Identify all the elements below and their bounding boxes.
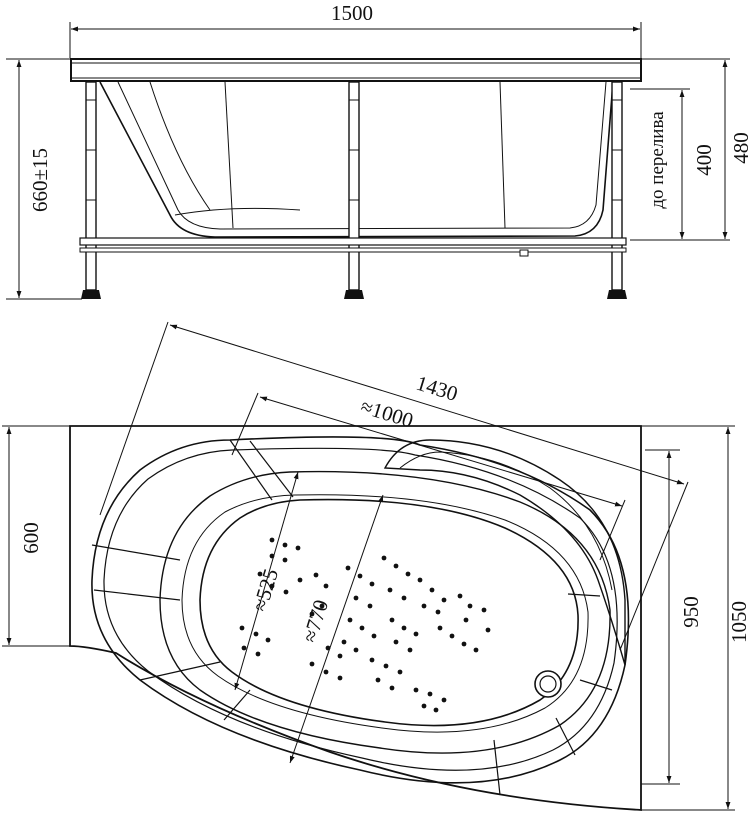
overflow-height-dimension: до перелива 400 480 — [630, 58, 750, 241]
jet-dot — [297, 577, 303, 583]
left-depth-dimension: 600 — [2, 425, 70, 647]
jet-dot — [253, 631, 259, 637]
jet-dot — [282, 557, 288, 563]
width-label: 1500 — [331, 1, 373, 25]
bath-body — [99, 81, 614, 238]
total-height-label: 660±15 — [28, 148, 52, 212]
jet-dot — [485, 627, 491, 633]
right-total-depth-label: 1050 — [727, 601, 750, 643]
jet-dot — [283, 589, 289, 595]
jet-dot — [421, 703, 427, 709]
jet-dot — [435, 609, 441, 615]
jet-dot — [357, 573, 363, 579]
left-depth-label: 600 — [19, 522, 43, 554]
headrest — [383, 439, 626, 666]
jet-dot — [417, 577, 423, 583]
width-dimension: 1500 — [69, 1, 642, 58]
jet-dot — [345, 565, 351, 571]
jet-dot — [367, 603, 373, 609]
jet-dot — [429, 587, 435, 593]
jet-dot — [383, 663, 389, 669]
jet-dot — [427, 691, 433, 697]
hydromassage-jets — [239, 537, 491, 713]
jet-dot — [413, 631, 419, 637]
support-legs — [81, 81, 627, 299]
jet-dot — [255, 651, 261, 657]
jet-dot — [397, 669, 403, 675]
jet-dot — [449, 633, 455, 639]
jet-dot — [265, 637, 271, 643]
total-height-dimension: 660±15 — [6, 58, 82, 300]
jet-dot — [401, 625, 407, 631]
seat-ledge-inner — [181, 494, 589, 733]
jet-dot — [347, 617, 353, 623]
jet-dot — [393, 563, 399, 569]
inner-length-dimension: ≈1000 — [231, 392, 626, 561]
jet-dot — [481, 607, 487, 613]
bath-rim — [70, 58, 642, 82]
jet-dot — [295, 545, 301, 551]
inner-long-dimension: ≈770 — [289, 494, 384, 764]
jet-dot — [461, 641, 467, 647]
jet-dot — [269, 537, 275, 543]
inner-long-label: ≈770 — [298, 597, 334, 645]
jet-dot — [441, 597, 447, 603]
bath-outline — [69, 425, 642, 811]
jet-dot — [369, 657, 375, 663]
jet-dot — [441, 697, 447, 703]
inner-width-dimension: ≈525 — [234, 471, 299, 691]
jet-dot — [323, 583, 329, 589]
jet-dot — [239, 625, 245, 631]
jet-dot — [353, 647, 359, 653]
jet-dot — [405, 571, 411, 577]
jet-dot — [381, 555, 387, 561]
diagonal-label: 1430 — [413, 371, 460, 406]
jet-dot — [437, 625, 443, 631]
jet-dot — [337, 653, 343, 659]
jet-dot — [341, 639, 347, 645]
jet-dot — [375, 677, 381, 683]
inner-basin — [199, 498, 579, 727]
top-view: 1430 ≈1000 ≈525 ≈770 600 — [2, 321, 750, 811]
jet-dot — [407, 647, 413, 653]
jet-dot — [309, 661, 315, 667]
jet-dot — [401, 595, 407, 601]
jet-dot — [337, 675, 343, 681]
overflow-height-label: 400 — [692, 144, 716, 176]
right-depth-dimensions: 950 1050 — [641, 425, 750, 811]
drain — [534, 670, 562, 698]
frame-bar — [79, 237, 627, 257]
jet-dot — [282, 542, 288, 548]
inner-width-label: ≈525 — [248, 566, 284, 614]
jet-dot — [421, 603, 427, 609]
jet-dot — [433, 707, 439, 713]
jet-dot — [241, 645, 247, 651]
jet-dot — [467, 603, 473, 609]
rim-segments — [91, 439, 613, 796]
diagonal-dimension: 1430 — [99, 321, 689, 651]
jet-dot — [473, 647, 479, 653]
jet-dot — [369, 581, 375, 587]
right-inner-depth-label: 950 — [679, 596, 703, 628]
jet-dot — [313, 572, 319, 578]
jet-dot — [389, 617, 395, 623]
jet-dot — [457, 593, 463, 599]
jet-dot — [389, 685, 395, 691]
jet-dot — [371, 633, 377, 639]
side-view: 1500 — [6, 1, 750, 300]
jet-dot — [353, 595, 359, 601]
basin-rim-inner-line — [103, 447, 618, 771]
jet-dot — [393, 639, 399, 645]
headrest-line — [399, 451, 613, 591]
jet-dot — [413, 687, 419, 693]
jet-dot — [323, 669, 329, 675]
jet-dot — [463, 617, 469, 623]
jet-dot — [359, 625, 365, 631]
jet-dot — [387, 587, 393, 593]
rim-height-label: 480 — [729, 132, 750, 164]
overflow-caption: до перелива — [647, 111, 668, 209]
